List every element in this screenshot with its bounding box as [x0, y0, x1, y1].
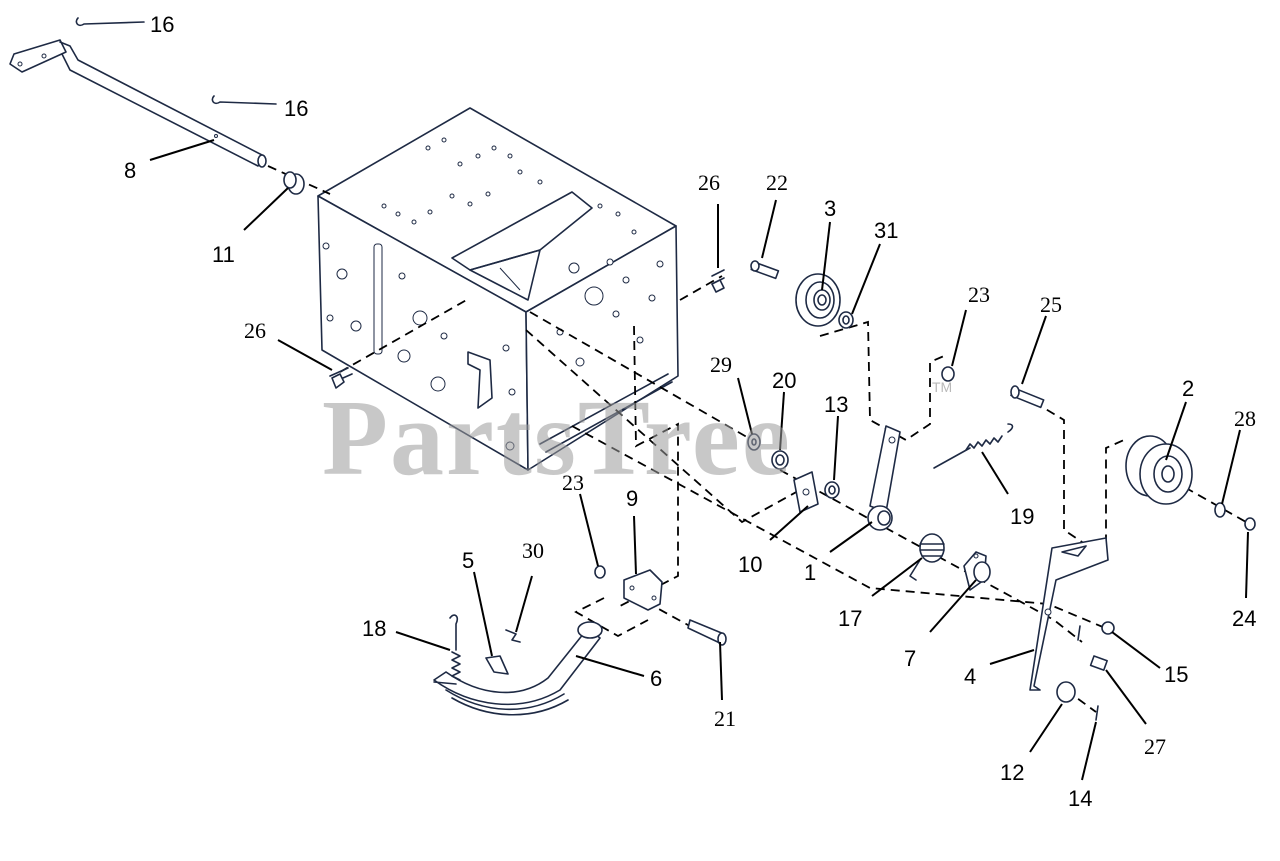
callout-labels: 16 16 8 11 26 26 22 3 31 23 25 2 28 29 2…	[124, 12, 1256, 811]
part-nut-13	[824, 481, 840, 499]
callout-22: 22	[766, 170, 788, 195]
callout-15: 15	[1164, 662, 1188, 687]
callout-3: 3	[824, 196, 836, 221]
callout-13: 13	[824, 392, 848, 417]
part-hub-7	[963, 551, 991, 591]
part-clip-30	[505, 629, 521, 643]
callout-30: 30	[522, 538, 544, 563]
callout-1: 1	[804, 560, 816, 585]
callout-26-right: 26	[698, 170, 720, 195]
part-bushing-20	[771, 450, 789, 470]
part-washer-28	[1214, 502, 1226, 518]
callout-23-upper: 23	[968, 282, 990, 307]
part-pin-25	[1010, 385, 1045, 409]
callout-21: 21	[714, 706, 736, 731]
watermark-text: PartsTree	[322, 379, 792, 498]
callout-12: 12	[1000, 760, 1024, 785]
callout-19: 19	[1010, 504, 1034, 529]
part-nut-24	[1244, 517, 1256, 531]
callout-16-mid: 16	[284, 96, 308, 121]
watermark: PartsTree TM	[322, 379, 952, 498]
callout-7: 7	[904, 646, 916, 671]
callout-17: 17	[838, 606, 862, 631]
part-spring-17	[909, 533, 945, 581]
callout-31: 31	[874, 218, 898, 243]
frame-holes	[322, 137, 664, 451]
callout-11: 11	[212, 242, 235, 267]
part-spring-18	[433, 614, 461, 685]
callout-29: 29	[710, 352, 732, 377]
part-bushing-11	[283, 171, 305, 195]
frame-housing	[317, 107, 679, 471]
callout-2: 2	[1182, 376, 1194, 401]
part-key-5	[485, 655, 509, 675]
part-bolt-27	[1089, 655, 1108, 671]
part-bushing-31	[838, 311, 854, 329]
callout-25: 25	[1040, 292, 1062, 317]
part-bolt-15	[1077, 621, 1115, 641]
part-nut-23	[594, 366, 955, 579]
callout-8: 8	[124, 158, 136, 183]
part-arm-plate-4	[1029, 537, 1109, 691]
part-pulley-2	[1125, 435, 1193, 505]
callout-20: 20	[772, 368, 796, 393]
part-pulley-3	[795, 273, 841, 327]
part-clip-16	[75, 17, 277, 105]
part-arm-1	[867, 425, 901, 531]
part-pedal-6	[433, 621, 603, 716]
leader-lines	[149, 139, 1249, 781]
callout-9: 9	[626, 486, 638, 511]
part-pin-22	[750, 260, 780, 280]
part-bracket-10	[793, 471, 819, 513]
part-spring-19	[933, 423, 1014, 469]
callout-23-lower: 23	[562, 470, 584, 495]
part-rod-8	[9, 39, 267, 168]
callout-16-top: 16	[150, 12, 174, 37]
callout-14: 14	[1068, 786, 1092, 811]
callout-27: 27	[1144, 734, 1166, 759]
watermark-trademark: TM	[932, 379, 952, 395]
part-washer-29	[747, 433, 761, 451]
callout-4: 4	[964, 664, 976, 689]
callout-6: 6	[650, 666, 662, 691]
part-bushing-12	[1056, 681, 1076, 703]
callout-18: 18	[362, 616, 386, 641]
callout-24: 24	[1232, 606, 1256, 631]
part-pin-14	[1095, 705, 1099, 721]
part-bolt-21	[687, 619, 727, 646]
part-bolt-26	[329, 269, 725, 389]
callout-28: 28	[1234, 406, 1256, 431]
callout-26-left: 26	[244, 318, 266, 343]
part-bracket-9	[623, 569, 663, 611]
callout-10: 10	[738, 552, 762, 577]
callout-5: 5	[462, 548, 474, 573]
